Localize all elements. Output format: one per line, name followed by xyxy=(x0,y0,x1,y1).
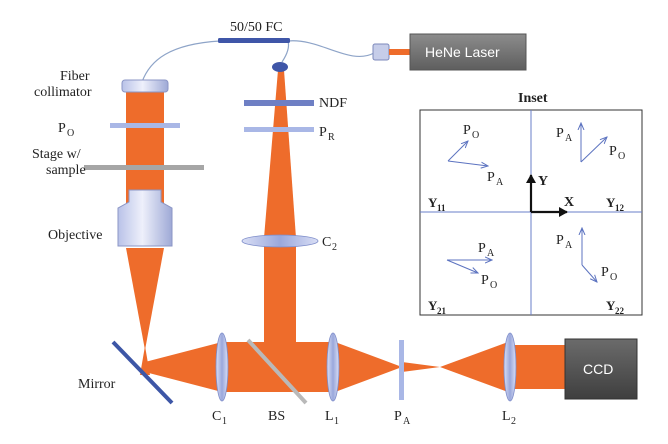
l1-label: L xyxy=(325,409,334,424)
q11-po-label: P xyxy=(463,123,471,138)
q22-pa-sub: A xyxy=(565,240,573,251)
q11-pa-sub: A xyxy=(496,177,504,188)
po-label: P xyxy=(58,121,66,136)
q11-pa-vector xyxy=(447,160,488,166)
q21-pa-sub: A xyxy=(487,248,495,259)
beam-splitter xyxy=(246,338,308,405)
reference-fiber-tip xyxy=(272,62,288,72)
bs-label: BS xyxy=(268,409,285,424)
q22-name: Y xyxy=(606,298,616,313)
inset-title: Inset xyxy=(518,91,548,106)
q21-po-label: P xyxy=(481,273,489,288)
lens-l2 xyxy=(503,332,517,402)
q21-po-vector xyxy=(446,259,478,273)
lens-c1 xyxy=(215,332,229,402)
mirror-label: Mirror xyxy=(78,377,116,392)
folding-mirror xyxy=(111,340,174,405)
axis-x-label: X xyxy=(564,195,574,210)
hene-laser-box xyxy=(409,33,527,71)
q11-name: Y xyxy=(428,195,438,210)
beam-objective-cone xyxy=(126,248,164,350)
q11-name-sub: 11 xyxy=(437,203,446,213)
pr-label: P xyxy=(319,125,327,140)
quadrant-y12: P A P O Y 12 xyxy=(556,123,625,213)
q21-name-sub: 21 xyxy=(437,306,447,316)
l2-label-sub: 2 xyxy=(511,416,516,427)
c2-label: C xyxy=(322,235,331,250)
q21-name: Y xyxy=(428,298,438,313)
sample-arm: Fiber collimator P O Stage w/ sample Obj… xyxy=(32,69,204,405)
c1-label: C xyxy=(212,409,221,424)
fiber-coupler xyxy=(218,38,290,43)
inset-panel: Inset Y X P O P A Y 11 P A P O Y 1 xyxy=(419,91,643,316)
q11-po-sub: O xyxy=(472,130,479,141)
stage-label-2: sample xyxy=(46,163,86,178)
ccd-camera xyxy=(564,338,638,400)
analyzer-pa xyxy=(399,340,404,400)
fiber-to-collimator xyxy=(141,40,221,83)
quadrant-y11: P O P A Y 11 xyxy=(428,123,504,213)
q22-pa-label: P xyxy=(556,233,564,248)
sample-stage xyxy=(84,165,204,170)
q22-po-sub: O xyxy=(610,272,617,283)
q11-po-vector xyxy=(447,141,468,162)
q12-po-sub: O xyxy=(618,151,625,162)
lens-l1 xyxy=(326,332,340,402)
q12-pa-label: P xyxy=(556,126,564,141)
fiber-to-laser xyxy=(287,40,375,58)
q22-name-sub: 22 xyxy=(615,306,625,316)
fiber-coupler-label: 50/50 FC xyxy=(230,20,283,35)
pr-label-sub: R xyxy=(328,132,335,143)
l2-label: L xyxy=(502,409,511,424)
ndf-label: NDF xyxy=(319,96,347,111)
c1-label-sub: 1 xyxy=(222,416,227,427)
q22-po-vector xyxy=(581,264,597,282)
reference-arm: NDF P R C 2 xyxy=(241,96,347,253)
detection-path: C 1 BS L 1 P A L 2 CCD xyxy=(212,332,638,427)
q12-po-vector xyxy=(580,137,607,163)
c2-label-sub: 2 xyxy=(332,242,337,253)
fiber-launcher xyxy=(372,43,390,61)
po-label-sub: O xyxy=(67,128,74,139)
q22-po-label: P xyxy=(601,265,609,280)
stage-label-1: Stage w/ xyxy=(32,147,81,162)
quadrant-y22: P A P O Y 22 xyxy=(556,228,625,316)
polarizer-pr xyxy=(244,127,314,132)
pa-label-sub: A xyxy=(403,416,411,427)
beam-reference-column xyxy=(264,238,296,358)
polarizer-po xyxy=(110,123,180,128)
quadrant-y21: P A P O Y 21 xyxy=(428,241,497,316)
objective-label: Objective xyxy=(48,228,102,243)
hene-laser-label: HeNe Laser xyxy=(425,44,500,60)
q12-po-label: P xyxy=(609,144,617,159)
beam-pa-focus xyxy=(402,362,440,372)
neutral-density-filter xyxy=(244,100,314,106)
fiber-collimator xyxy=(121,79,169,93)
q12-name-sub: 12 xyxy=(615,203,625,213)
q12-name: Y xyxy=(606,195,616,210)
beam-l2-ccd xyxy=(508,345,566,389)
beam-reference-diverge xyxy=(264,70,296,238)
q21-pa-label: P xyxy=(478,241,486,256)
beam-horizontal-main xyxy=(145,342,335,392)
beam-diverge-l2 xyxy=(440,342,508,392)
q11-pa-label: P xyxy=(487,170,495,185)
q12-pa-sub: A xyxy=(565,133,573,144)
axis-y-label: Y xyxy=(538,174,548,189)
ccd-label: CCD xyxy=(583,361,613,377)
l1-label-sub: 1 xyxy=(334,416,339,427)
fiber-to-reference xyxy=(281,40,290,63)
objective-lens xyxy=(117,189,173,247)
q21-po-sub: O xyxy=(490,280,497,291)
laser-beam-paths xyxy=(126,70,566,392)
beam-l1-focus xyxy=(335,342,402,392)
fiber-collimator-label-2: collimator xyxy=(34,85,92,100)
pa-label: P xyxy=(394,409,402,424)
laser-output-stub xyxy=(389,49,411,55)
lens-c2 xyxy=(241,234,319,248)
fiber-collimator-label-1: Fiber xyxy=(60,69,90,84)
fiber-section: 50/50 FC HeNe Laser xyxy=(141,20,527,83)
